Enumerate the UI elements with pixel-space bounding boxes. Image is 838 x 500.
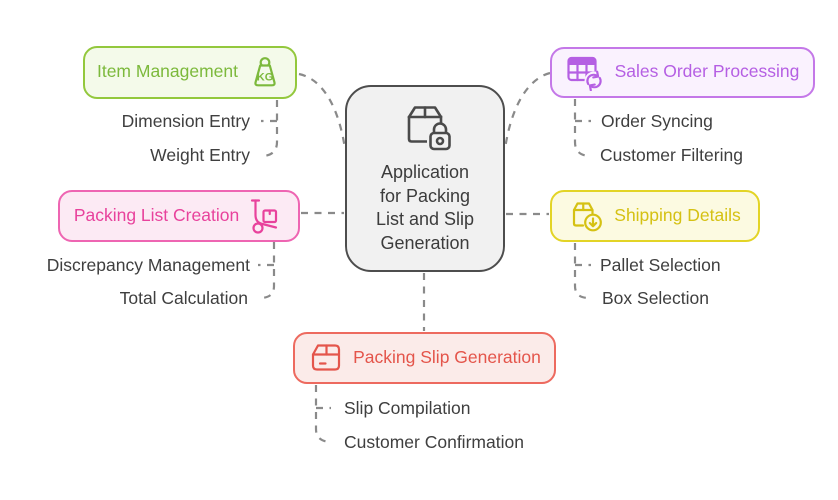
center-line-1: Application (380, 162, 470, 182)
connector-shipping-details-children (573, 243, 590, 300)
center-line-3: List and Slip (375, 209, 475, 229)
svg-text:KG: KG (257, 72, 274, 84)
hand-truck-icon (248, 197, 284, 235)
branch-label: Packing List Creation (73, 204, 240, 225)
branch-label: Item Management (96, 61, 239, 81)
connector-center-item-management (298, 72, 347, 150)
center-node-label: Application for Packing List and Slip Ge… (376, 161, 474, 255)
branch-shipping-details: Shipping Details (550, 190, 760, 242)
package-box-icon (308, 341, 344, 375)
center-line-4: Generation (380, 232, 470, 253)
branch-packing-list-creation: Packing List Creation (58, 190, 300, 242)
branch-sales-order-processing: Sales Order Processing (550, 47, 815, 98)
branch-item-management: Item Management KG (83, 46, 297, 99)
connector-sales-order-children (573, 99, 590, 158)
child-weight-entry: Weight Entry (150, 145, 250, 165)
child-box-selection: Box Selection (602, 288, 710, 308)
child-pallet-selection: Pallet Selection (600, 255, 721, 275)
connector-center-sales-order-processing (503, 71, 551, 150)
branch-label: Shipping Details (614, 204, 741, 225)
connector-item-management-children (262, 100, 279, 158)
child-order-syncing: Order Syncing (601, 111, 713, 131)
branch-packing-slip-generation: Packing Slip Generation (293, 332, 556, 384)
package-download-icon (569, 199, 605, 233)
branch-label: Sales Order Processing (614, 61, 800, 81)
child-customer-filtering: Customer Filtering (600, 145, 743, 165)
child-discrepancy-management: Discrepancy Management (46, 255, 250, 275)
center-node-application: Application for Packing List and Slip Ge… (345, 85, 505, 272)
package-lock-icon (394, 103, 456, 159)
child-total-calculation: Total Calculation (119, 288, 248, 308)
table-sync-icon (566, 55, 606, 91)
child-slip-compilation: Slip Compilation (344, 398, 471, 418)
connector-packing-slip-children (314, 385, 331, 444)
child-customer-confirmation: Customer Confirmation (344, 432, 524, 452)
child-dimension-entry: Dimension Entry (121, 111, 250, 131)
branch-label: Packing Slip Generation (353, 346, 541, 367)
connector-packing-list-children (259, 242, 276, 300)
center-line-2: for Packing (379, 185, 471, 206)
weight-kg-icon: KG (247, 56, 283, 89)
